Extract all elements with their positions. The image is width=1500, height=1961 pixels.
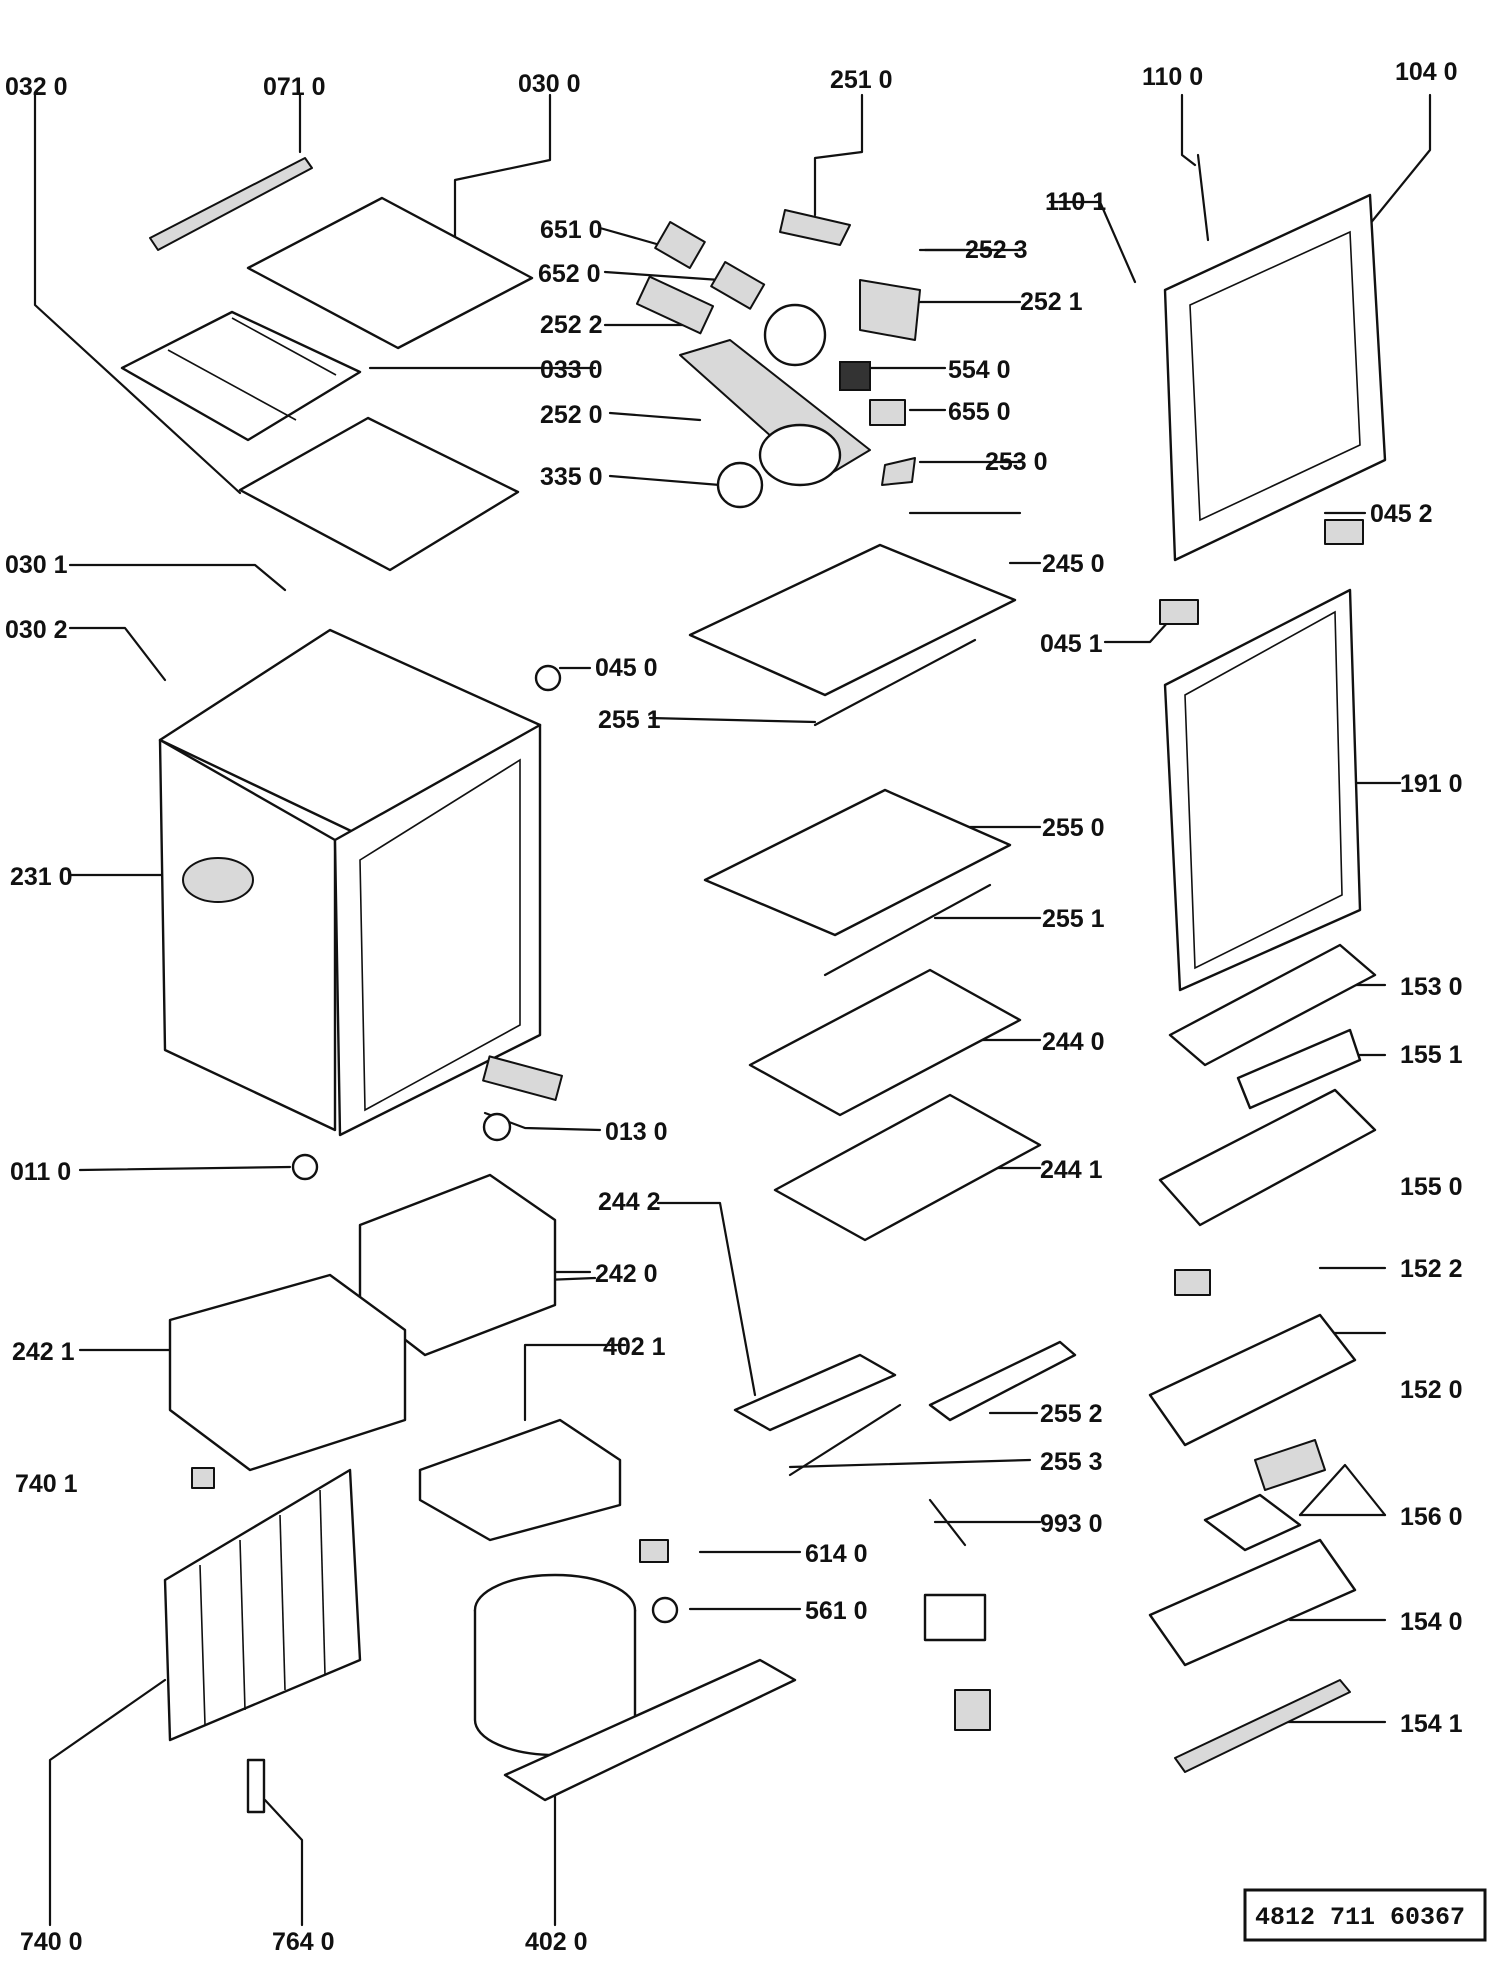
- label-655-0: 655 0: [948, 398, 1011, 426]
- label-252-2: 252 2: [540, 311, 603, 339]
- label-255-2: 255 2: [1040, 1400, 1103, 1428]
- label-740-1: 740 1: [15, 1470, 78, 1498]
- label-252-0: 252 0: [540, 401, 603, 429]
- label-030-1: 030 1: [5, 551, 68, 579]
- label-191-0: 191 0: [1400, 770, 1463, 798]
- label-614-0: 614 0: [805, 1540, 868, 1568]
- label-045-0: 045 0: [595, 654, 658, 682]
- label-071-0: 071 0: [263, 73, 326, 101]
- part-labels: 032 0 071 0 030 0 251 0 110 0 104 0 110 …: [5, 58, 1463, 1956]
- label-155-1: 155 1: [1400, 1041, 1463, 1069]
- label-110-1: 110 1: [1045, 188, 1106, 216]
- label-242-1: 242 1: [12, 1338, 75, 1366]
- label-104-0: 104 0: [1395, 58, 1458, 86]
- label-244-0: 244 0: [1042, 1028, 1105, 1056]
- label-152-2: 152 2: [1400, 1255, 1463, 1283]
- label-244-2: 244 2: [598, 1188, 661, 1216]
- document-number-box: 4812 711 60367: [1243, 1888, 1487, 1942]
- label-253-0: 253 0: [985, 448, 1048, 476]
- label-652-0: 652 0: [538, 260, 601, 288]
- label-252-3: 252 3: [965, 236, 1028, 264]
- label-242-0: 242 0: [595, 1260, 658, 1288]
- label-155-0: 155 0: [1400, 1173, 1463, 1201]
- label-251-0: 251 0: [830, 66, 893, 94]
- label-152-0: 152 0: [1400, 1376, 1463, 1404]
- label-255-0: 255 0: [1042, 814, 1105, 842]
- label-651-0: 651 0: [540, 216, 603, 244]
- label-013-0: 013 0: [605, 1118, 668, 1146]
- label-033-0: 033 0: [540, 356, 603, 384]
- label-402-1: 402 1: [603, 1333, 666, 1361]
- label-154-0: 154 0: [1400, 1608, 1463, 1636]
- document-number: 4812 711 60367: [1255, 1903, 1465, 1932]
- label-011-0: 011 0: [10, 1158, 71, 1186]
- label-252-1: 252 1: [1020, 288, 1083, 316]
- parts: [120, 153, 1387, 1814]
- label-231-0: 231 0: [10, 863, 73, 891]
- label-030-0: 030 0: [518, 70, 581, 98]
- label-110-0: 110 0: [1142, 63, 1203, 91]
- label-245-0: 245 0: [1042, 550, 1105, 578]
- label-255-1-top: 255 1: [598, 706, 661, 734]
- label-244-1: 244 1: [1040, 1156, 1103, 1184]
- label-154-1: 154 1: [1400, 1710, 1463, 1738]
- label-764-0: 764 0: [272, 1928, 335, 1956]
- label-156-0: 156 0: [1400, 1503, 1463, 1531]
- label-032-0: 032 0: [5, 73, 68, 101]
- label-255-3: 255 3: [1040, 1448, 1103, 1476]
- label-554-0: 554 0: [948, 356, 1011, 384]
- label-153-0: 153 0: [1400, 973, 1463, 1001]
- label-335-0: 335 0: [540, 463, 603, 491]
- label-030-2: 030 2: [5, 616, 68, 644]
- label-255-1-mid: 255 1: [1042, 905, 1105, 933]
- label-993-0: 993 0: [1040, 1510, 1103, 1538]
- label-740-0: 740 0: [20, 1928, 83, 1956]
- label-045-2: 045 2: [1370, 500, 1433, 528]
- label-045-1: 045 1: [1040, 630, 1103, 658]
- label-402-0: 402 0: [525, 1928, 588, 1956]
- label-561-0: 561 0: [805, 1597, 868, 1625]
